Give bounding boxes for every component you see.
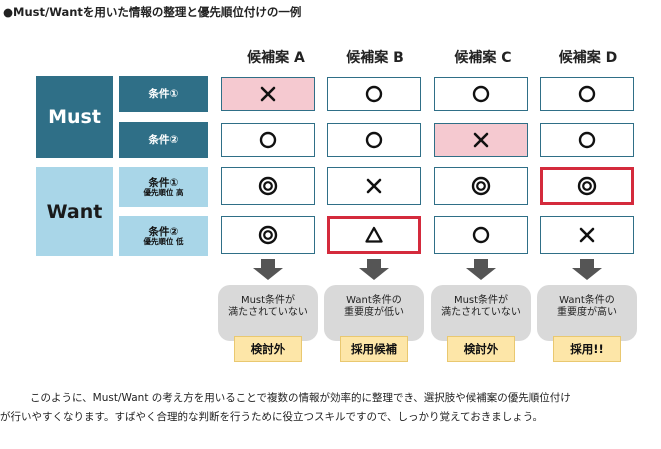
circle-mark-icon: [365, 131, 383, 149]
column-header-c: 候補案 C: [454, 50, 512, 66]
grid-cell: [327, 123, 421, 157]
result-note: Want条件の重要度が低い: [324, 285, 424, 341]
condition-label: 条件②: [148, 225, 179, 238]
grid-cell: [327, 216, 421, 254]
grid-cell: [434, 216, 528, 254]
grid-cell: [540, 167, 634, 205]
cross-mark-icon: [366, 178, 382, 194]
want-group-label: Want: [36, 167, 113, 256]
verdict-tag: 検討外: [234, 336, 302, 362]
double-circle-mark-icon: [258, 225, 278, 245]
grid-cell: [327, 167, 421, 205]
column-header-a: 候補案 A: [247, 50, 305, 66]
result-note: Must条件が満たされていない: [218, 285, 318, 341]
condition-want-2: 条件② 優先順位 低: [119, 216, 208, 256]
result-note-line-1: Must条件が: [240, 294, 296, 306]
column-header-d: 候補案 D: [558, 50, 618, 66]
result-note-line-1: Want条件の: [346, 294, 402, 306]
double-circle-mark-icon: [471, 176, 491, 196]
body-line-1: このように、Must/Want の考え方を用いることで複数の情報が効率的に整理で…: [30, 392, 571, 404]
double-circle-mark-icon: [577, 176, 597, 196]
result-note: Want条件の重要度が高い: [537, 285, 637, 341]
circle-mark-icon: [259, 131, 277, 149]
grid-cell: [540, 77, 634, 111]
circle-mark-icon: [472, 85, 490, 103]
grid-cell: [540, 123, 634, 157]
result-note: Must条件が満たされていない: [431, 285, 531, 341]
grid-cell: [221, 123, 315, 157]
result-note-line-1: Must条件が: [453, 294, 509, 306]
verdict-tag: 検討外: [447, 336, 515, 362]
condition-must-2: 条件②: [119, 122, 208, 158]
cross-mark-icon: [473, 132, 489, 148]
down-arrow-icon: [580, 259, 594, 268]
grid-cell: [221, 77, 315, 111]
cross-mark-icon: [260, 86, 276, 102]
grid-cell: [327, 77, 421, 111]
down-arrow-head-icon: [466, 268, 496, 280]
down-arrow-head-icon: [359, 268, 389, 280]
down-arrow-head-icon: [572, 268, 602, 280]
down-arrow-head-icon: [253, 268, 283, 280]
must-group-label: Must: [36, 76, 113, 158]
result-note-line-2: 重要度が高い: [557, 307, 617, 318]
result-note-line-2: 重要度が低い: [344, 307, 404, 318]
condition-label: 条件①: [148, 176, 179, 189]
grid-cell: [434, 77, 528, 111]
column-header-b: 候補案 B: [346, 50, 404, 66]
grid-cell: [434, 167, 528, 205]
circle-mark-icon: [365, 85, 383, 103]
circle-mark-icon: [578, 131, 596, 149]
grid-cell: [221, 216, 315, 254]
result-note-line-2: 満たされていない: [228, 307, 308, 318]
circle-mark-icon: [472, 226, 490, 244]
body-paragraph: このように、Must/Want の考え方を用いることで複数の情報が効率的に整理で…: [0, 389, 661, 428]
double-circle-mark-icon: [258, 176, 278, 196]
condition-label: 条件①: [148, 87, 179, 100]
circle-mark-icon: [578, 85, 596, 103]
down-arrow-icon: [261, 259, 275, 268]
condition-priority: 優先順位 低: [143, 236, 184, 246]
grid-cell: [434, 123, 528, 157]
result-note-line-2: 満たされていない: [441, 307, 521, 318]
body-line-2: が行いやすくなります。すばやく合理的な判断を行うために役立つスキルですので、しっ…: [0, 411, 544, 424]
condition-want-1: 条件① 優先順位 高: [119, 167, 208, 207]
page-title: ●Must/Wantを用いた情報の整理と優先順位付けの一例: [3, 5, 302, 19]
grid-cell: [221, 167, 315, 205]
triangle-mark-icon: [365, 226, 383, 243]
condition-priority: 優先順位 高: [143, 187, 184, 197]
result-note-line-1: Want条件の: [559, 294, 615, 306]
down-arrow-icon: [474, 259, 488, 268]
grid-cell: [540, 216, 634, 254]
verdict-tag: 採用!!: [553, 336, 621, 362]
cross-mark-icon: [579, 227, 595, 243]
verdict-tag: 採用候補: [340, 336, 408, 362]
condition-must-1: 条件①: [119, 76, 208, 112]
condition-label: 条件②: [148, 133, 179, 146]
down-arrow-icon: [367, 259, 381, 268]
